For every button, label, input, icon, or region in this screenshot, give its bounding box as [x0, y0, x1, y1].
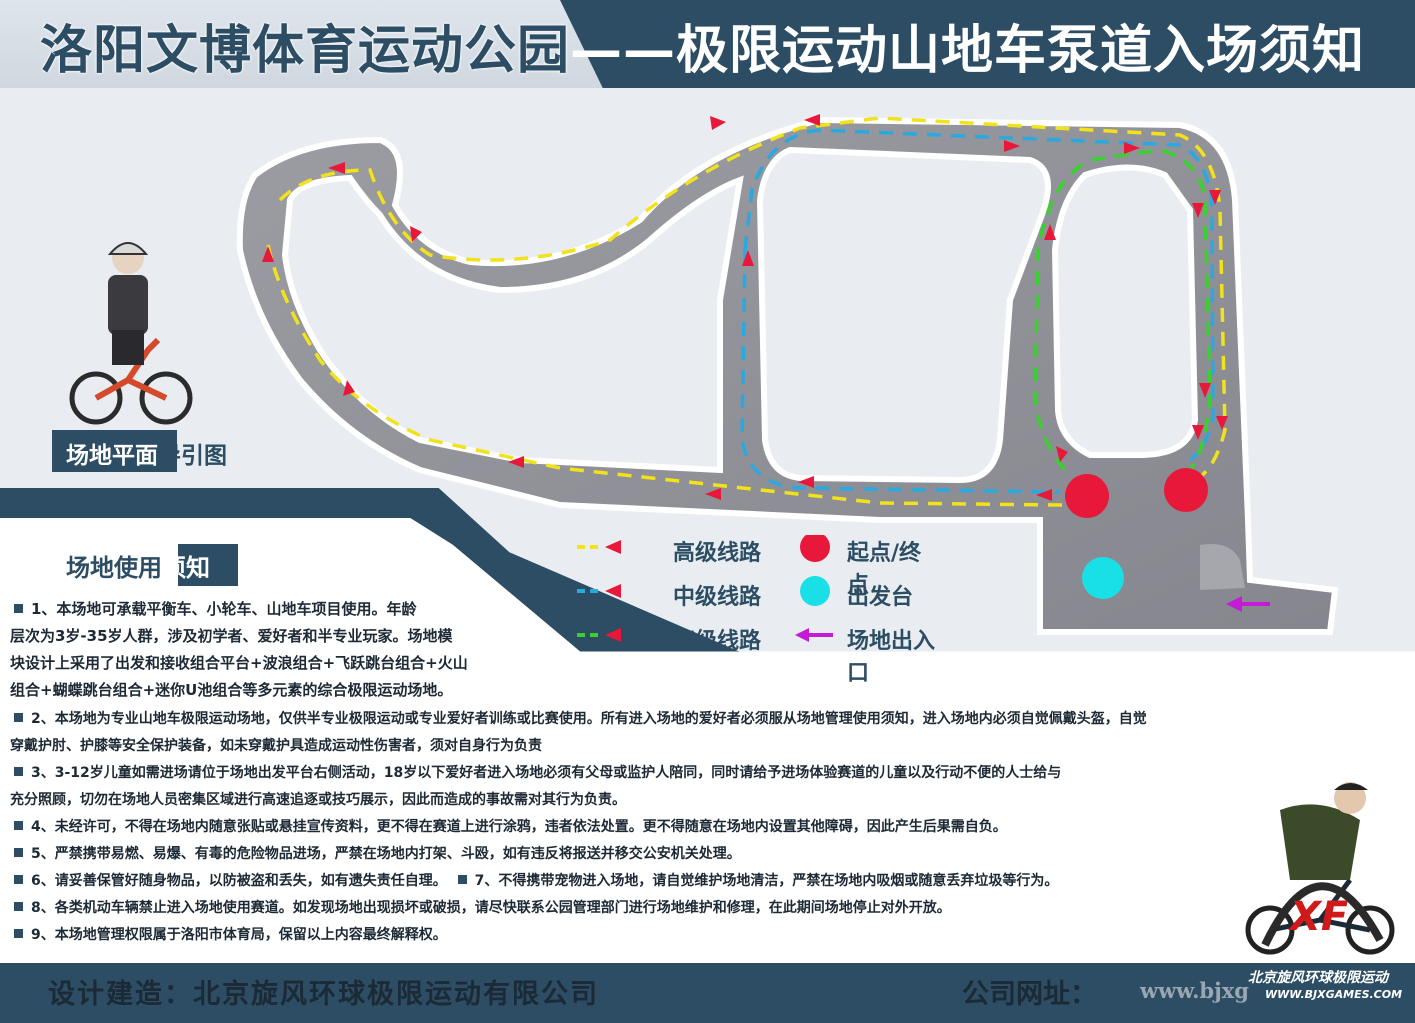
- brand-name: 北京旋风环球极限运动: [1248, 970, 1388, 986]
- notice-title-tail-box: [178, 544, 238, 586]
- track-map: [236, 114, 1339, 635]
- rule-line: 块设计上采用了出发和接收组合平台+波浪组合+飞跃跳台组合+火山: [10, 654, 468, 672]
- page-title-park: 洛阳文博体育运动公园: [40, 21, 571, 81]
- notice-rules-intro: 1、本场地可承载平衡车、小轮车、山地车项目使用。年龄 层次为3岁-35岁人群，涉…: [10, 596, 570, 704]
- footer-bar: [0, 963, 1415, 1023]
- departure-platform-marker: [1082, 557, 1124, 599]
- map-guide-label-head: 场地平面: [66, 443, 158, 469]
- rule-line: 9、本场地管理权限属于洛阳市体育局，保留以上内容最终解释权。: [10, 922, 1410, 949]
- adult-rider-illustration: XF: [1245, 782, 1395, 955]
- child-rider-illustration: [69, 242, 193, 425]
- advanced-route-line: [266, 244, 1063, 507]
- route-legend: 高级线路 中级线路 初级线路 起点/终点 出发台 场地出入口: [575, 535, 935, 686]
- rule-line: 3、3-12岁儿童如需进场请位于场地出发平台右侧活动，18岁以下爱好者进入场地必…: [10, 760, 1410, 787]
- legend-advanced: 高级线路: [673, 541, 762, 566]
- footer-website-label: 公司网址：: [962, 979, 1097, 1010]
- rule-line: 层次为3岁-35岁人群，涉及初学者、爱好者和半专业玩家。场地模: [10, 627, 453, 645]
- start-end-marker: [1065, 474, 1109, 518]
- rule-line: 8、各类机动车辆禁止进入场地使用赛道。如发现场地出现损坏或破损，请尽快联系公园管…: [10, 895, 1410, 922]
- legend-intermediate: 中级线路: [673, 585, 762, 610]
- beginner-route-line: [1033, 148, 1212, 472]
- guide-label-box: [52, 430, 177, 472]
- notice-title: 场地使用须知: [66, 548, 210, 583]
- legend-beginner: 初级线路: [673, 629, 762, 654]
- brand-website: WWW.BJXGAMES.COM: [1265, 988, 1403, 1001]
- title-band: [560, 0, 1415, 88]
- rule-line: 1、本场地可承载平衡车、小轮车、山地车项目使用。年龄: [10, 596, 570, 623]
- legend-depart: 出发台: [847, 585, 914, 610]
- legend-start-end: 起点/终点: [847, 541, 922, 598]
- route-arrows: [262, 114, 1228, 501]
- map-guide-label-tail: 导引图: [158, 443, 227, 469]
- page-title: 洛阳文博体育运动公园——极限运动山地车泵道入场须知: [40, 8, 1365, 83]
- legend-entrance: 场地出入口: [847, 629, 936, 686]
- legend-marker-icons: [795, 535, 833, 642]
- notice-rules-main: 2、本场地为专业山地车极限运动场地，仅供半专业极限运动或专业爱好者训练或比赛使用…: [10, 706, 1410, 949]
- legend-swatches: [577, 540, 621, 642]
- rule-line: 5、严禁携带易燃、易爆、有毒的危险物品进场，严禁在场地内打架、斗殴，如有违反将报…: [10, 841, 1410, 868]
- xf-logo-text: XF: [1287, 894, 1348, 940]
- map-guide-label: 场地平面导引图: [66, 436, 227, 470]
- rule-line: 穿戴护肘、护膝等安全保护装备，如未穿戴护具造成运动性伤害者，须对自身行为负责: [10, 738, 542, 754]
- notice-title-box: [53, 544, 181, 586]
- page-title-subject: ——极限运动山地车泵道入场须知: [570, 21, 1366, 81]
- rule-line: 充分照顾，切勿在场地人员密集区域进行高速追逐或技巧展示，因此而造成的事故需对其行…: [10, 792, 626, 808]
- footer-website-link[interactable]: www.bjxg: [1140, 978, 1249, 1003]
- intermediate-route-line: [740, 249, 1061, 494]
- rule-line: 组合+蝴蝶跳台组合+迷你U池组合等多元素的综合极限运动场地。: [10, 681, 453, 699]
- rule-line: 4、未经许可，不得在场地内随意张贴或悬挂宣传资料，更不得在赛道上进行涂鸦，违者依…: [10, 814, 1410, 841]
- notice-title-tail: 须知: [162, 554, 210, 582]
- footer-builder: 设计建造：北京旋风环球极限运动有限公司: [48, 979, 599, 1010]
- rule-line: 2、本场地为专业山地车极限运动场地，仅供半专业极限运动或专业爱好者训练或比赛使用…: [10, 706, 1410, 733]
- advanced-route-line: [278, 116, 1227, 482]
- intermediate-route-line: [743, 128, 1215, 462]
- start-end-marker: [1164, 468, 1208, 512]
- rule-line: 6、请妥善保管好随身物品，以防被盗和丢失，如有遗失责任自理。 7、不得携带宠物进…: [10, 868, 1410, 895]
- notice-title-head: 场地使用: [66, 554, 162, 582]
- entrance-arrow-icon: [1226, 596, 1270, 612]
